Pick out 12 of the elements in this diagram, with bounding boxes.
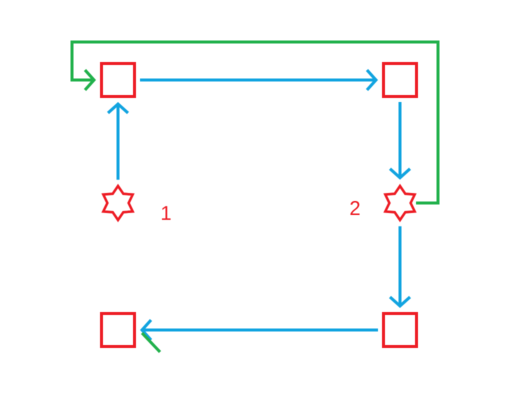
arrow [70,40,440,204]
square-node [100,62,136,98]
node-number: 1 [162,206,171,220]
arrow [107,102,129,180]
arrow [140,69,378,91]
arrow [140,319,378,341]
arrow [389,226,411,308]
square-node [100,312,136,348]
square-node [382,62,418,98]
node-number: 2 [350,201,360,215]
square-node [382,312,418,348]
arrow [389,102,411,180]
